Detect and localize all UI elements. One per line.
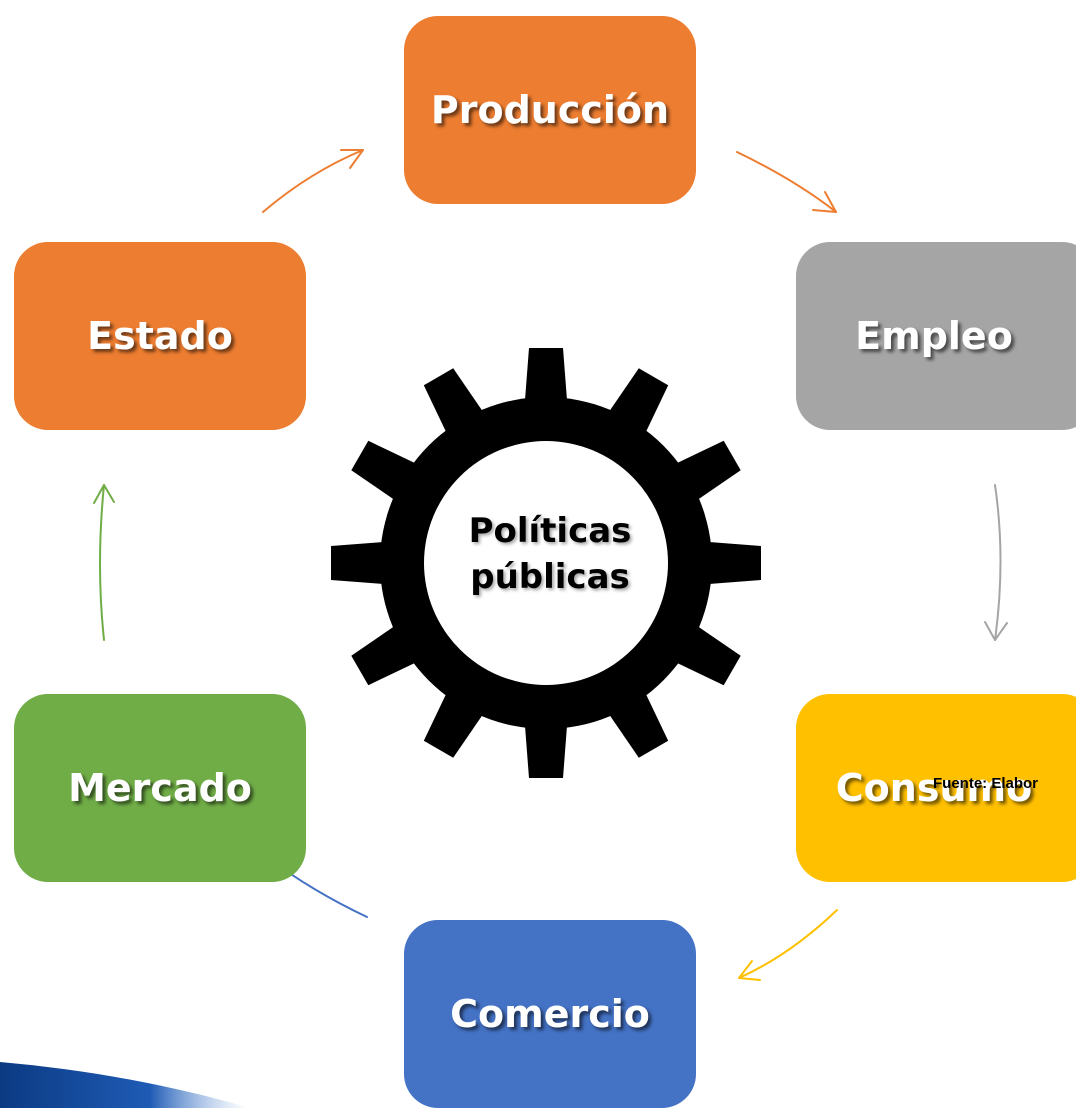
comercio-label: Comercio (450, 992, 650, 1036)
consumo-box: Consumo (796, 694, 1076, 882)
empleo-label: Empleo (855, 314, 1013, 358)
estado-label: Estado (87, 314, 233, 358)
center-label-line1: Políticas (468, 511, 632, 551)
gear-teeth (331, 348, 761, 778)
consumo-label: Consumo (835, 766, 1033, 810)
center-label: Políticas públicas (445, 508, 655, 600)
center-label-line2: públicas (470, 557, 630, 597)
gear-tooth (696, 541, 761, 585)
arrow-consumo-to-comercio (738, 909, 838, 981)
gear-tooth (331, 541, 396, 585)
mercado-box: Mercado (14, 694, 306, 882)
mercado-label: Mercado (68, 766, 252, 810)
produccion-box: Producción (404, 16, 696, 204)
comercio-box: Comercio (404, 920, 696, 1108)
produccion-label: Producción (430, 88, 670, 132)
gear-tooth (524, 348, 568, 413)
arrow-produccion-to-empleo (736, 151, 837, 213)
arrow-mercado-to-estado (93, 484, 115, 641)
arrow-estado-to-produccion (262, 149, 364, 213)
estado-box: Estado (14, 242, 306, 430)
empleo-box: Empleo (796, 242, 1076, 430)
gear-tooth (524, 713, 568, 778)
source-note: Fuente: Elabor (933, 775, 1039, 792)
arrow-empleo-to-consumo (984, 484, 1008, 641)
